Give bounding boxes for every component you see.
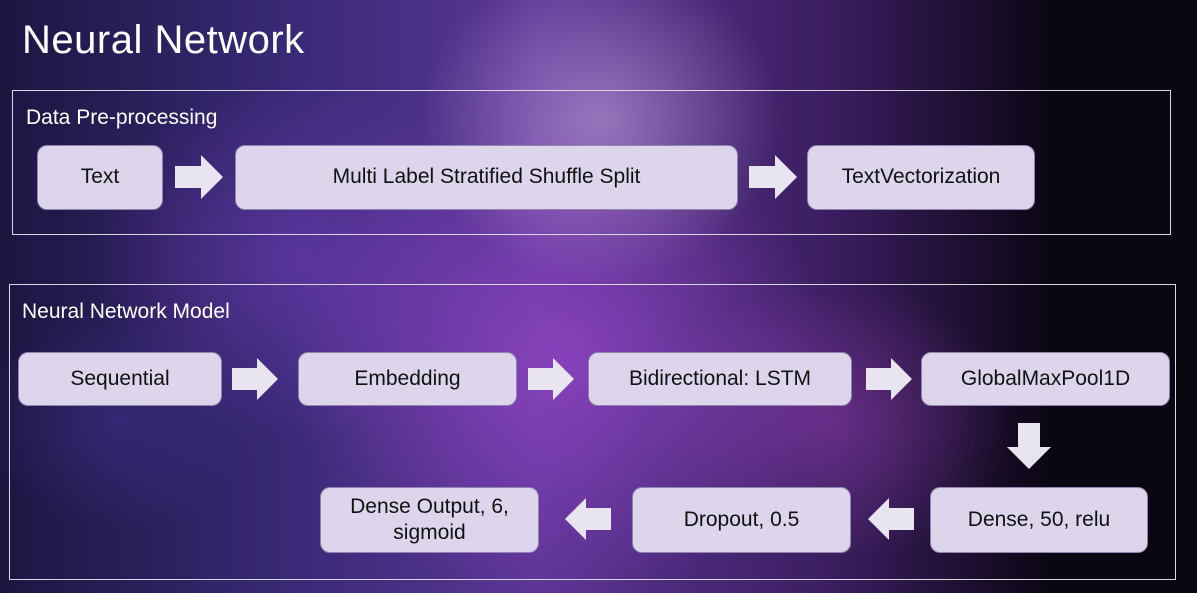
model-panel [9, 284, 1176, 580]
step-dropout: Dropout, 0.5 [632, 487, 851, 553]
step-embedding: Embedding [298, 352, 517, 406]
step-dense-output: Dense Output, 6, sigmoid [320, 487, 539, 553]
arrow-left-icon [868, 498, 914, 540]
arrow-right-icon [866, 358, 912, 400]
arrow-right-icon [175, 155, 223, 199]
step-text: Text [37, 145, 163, 210]
arrow-right-icon [749, 155, 797, 199]
preprocessing-panel [12, 90, 1171, 235]
step-dense-relu: Dense, 50, relu [930, 487, 1148, 553]
arrow-down-icon [1007, 423, 1051, 469]
step-bidirectional-lstm: Bidirectional: LSTM [588, 352, 852, 406]
preprocessing-label: Data Pre-processing [26, 106, 218, 129]
model-label: Neural Network Model [22, 300, 230, 323]
page-title: Neural Network [22, 18, 305, 62]
step-textvectorization: TextVectorization [807, 145, 1035, 210]
arrow-left-icon [565, 498, 611, 540]
step-multilabel-split: Multi Label Stratified Shuffle Split [235, 145, 738, 210]
arrow-right-icon [232, 358, 278, 400]
step-globalmaxpool1d: GlobalMaxPool1D [921, 352, 1170, 406]
arrow-right-icon [528, 358, 574, 400]
step-sequential: Sequential [18, 352, 222, 406]
